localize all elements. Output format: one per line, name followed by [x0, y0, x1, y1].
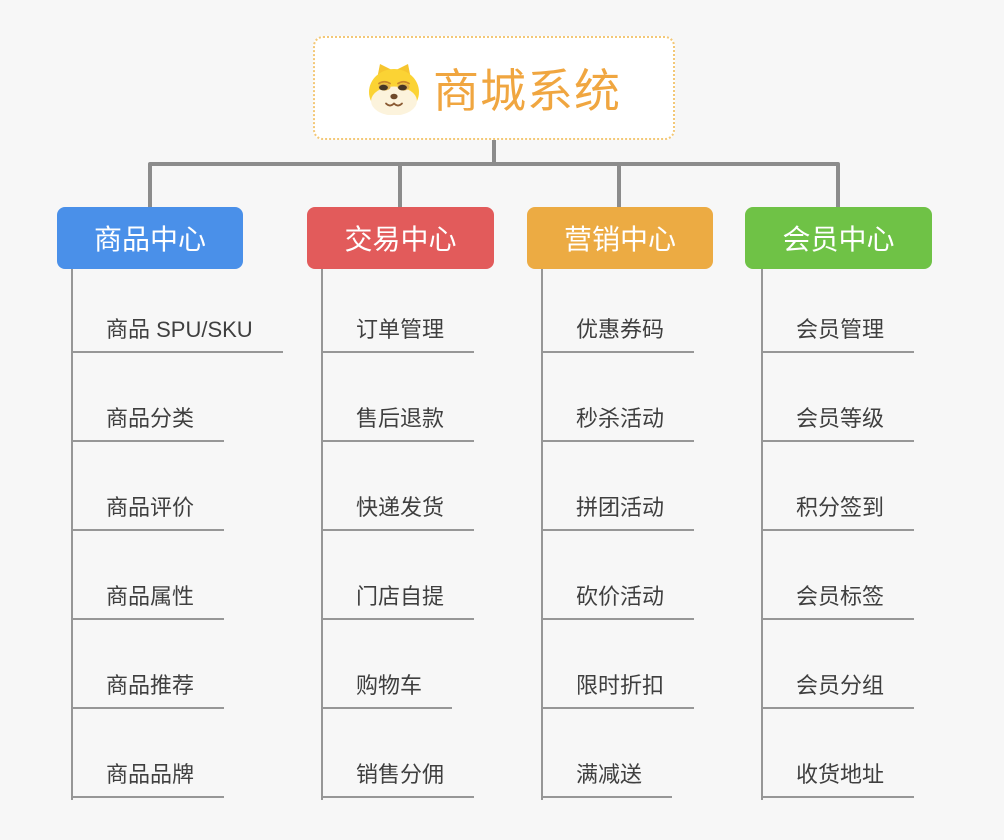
leaf-express-shipping[interactable]: 快递发货 [322, 495, 475, 531]
branch-label: 商品中心 [93, 224, 206, 255]
branch-spine [71, 269, 73, 800]
leaf-member-group[interactable]: 会员分组 [762, 673, 915, 709]
leaf-member-tag[interactable]: 会员标签 [762, 584, 915, 620]
leaf-coupon-code[interactable]: 优惠券码 [542, 317, 695, 353]
leaf-product-brand[interactable]: 商品品牌 [72, 762, 225, 798]
connector-path [148, 140, 840, 208]
leaf-product-category[interactable]: 商品分类 [72, 406, 225, 442]
branch-label: 交易中心 [344, 224, 457, 255]
leaf-shopping-cart[interactable]: 购物车 [322, 673, 453, 709]
leaf-store-pickup[interactable]: 门店自提 [322, 584, 475, 620]
leaf-flash-sale[interactable]: 秒杀活动 [542, 406, 695, 442]
branch-node-member-center[interactable]: 会员中心 [745, 207, 932, 269]
branch-spine [761, 269, 763, 800]
leaf-product-recommend[interactable]: 商品推荐 [72, 673, 225, 709]
leaf-product-review[interactable]: 商品评价 [72, 495, 225, 531]
leaf-after-sales-refund[interactable]: 售后退款 [322, 406, 475, 442]
branch-spine [321, 269, 323, 800]
leaf-full-reduction[interactable]: 满减送 [542, 762, 673, 798]
leaf-bargain-activity[interactable]: 砍价活动 [542, 584, 695, 620]
leaf-sales-commission[interactable]: 销售分佣 [322, 762, 475, 798]
leaf-product-attribute[interactable]: 商品属性 [72, 584, 225, 620]
branch-node-product-center[interactable]: 商品中心 [57, 207, 243, 269]
leaf-shipping-address[interactable]: 收货地址 [762, 762, 915, 798]
dog-face-icon [367, 61, 421, 115]
branch-label: 营销中心 [563, 224, 676, 255]
leaf-limited-time-discount[interactable]: 限时折扣 [542, 673, 695, 709]
branch-node-transaction-center[interactable]: 交易中心 [307, 207, 494, 269]
leaf-points-checkin[interactable]: 积分签到 [762, 495, 915, 531]
branch-label: 会员中心 [782, 224, 895, 255]
leaf-product-spu-sku[interactable]: 商品 SPU/SKU [72, 317, 283, 353]
leaf-group-buy[interactable]: 拼团活动 [542, 495, 695, 531]
root-node[interactable]: 商城系统 [313, 36, 675, 140]
root-title: 商城系统 [433, 65, 621, 117]
branch-node-marketing-center[interactable]: 营销中心 [527, 207, 713, 269]
branch-spine [541, 269, 543, 800]
leaf-member-level[interactable]: 会员等级 [762, 406, 915, 442]
leaf-order-management[interactable]: 订单管理 [322, 317, 475, 353]
leaf-member-management[interactable]: 会员管理 [762, 317, 915, 353]
